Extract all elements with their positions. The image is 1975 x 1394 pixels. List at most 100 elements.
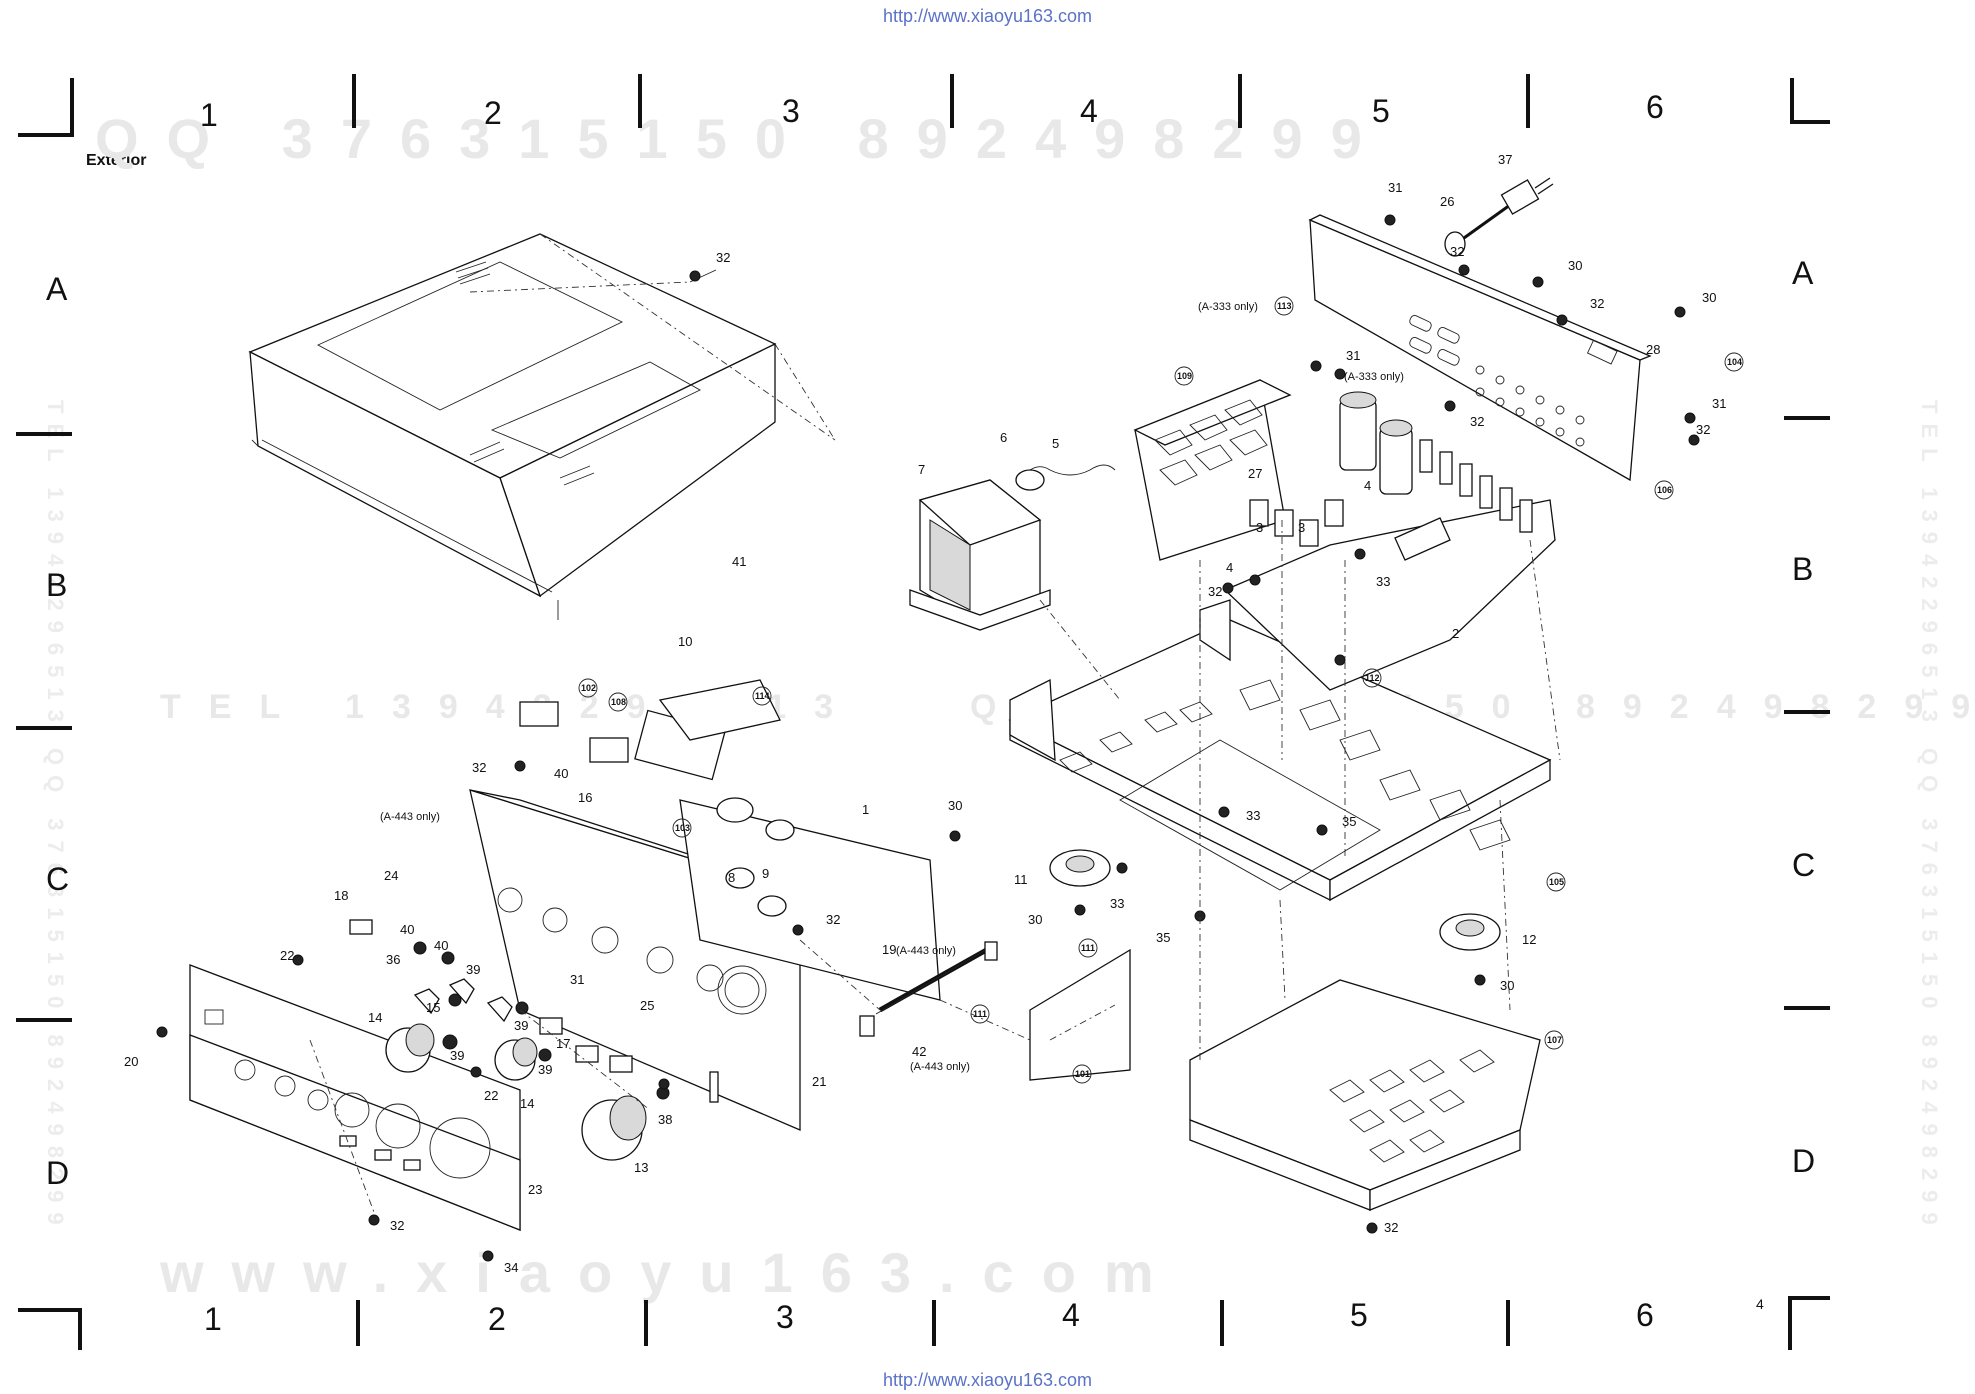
callout-38: 38	[658, 1112, 672, 1127]
callout-105: 105	[1549, 877, 1564, 887]
callout-23: 23	[528, 1182, 542, 1197]
callout-19: 19	[882, 942, 896, 957]
callout-28: 28	[1646, 342, 1660, 357]
circled-callouts: 102 108 114 103 113 109 104 106 112 105 …	[578, 296, 1744, 1084]
callout-24: 24	[384, 868, 398, 883]
callout-111: 111	[973, 1009, 987, 1019]
chassis	[1008, 599, 1552, 902]
callout-32: 32	[1384, 1220, 1398, 1235]
callout-33: 33	[1376, 574, 1390, 589]
callout-40: 40	[434, 938, 448, 953]
watermark-side-left: TEL 13942296513 QQ 376315150 892498299	[43, 400, 68, 1235]
column-label: 4	[1062, 1297, 1080, 1333]
callout-31: 31	[1388, 180, 1402, 195]
corner-top-left	[18, 78, 74, 137]
callout-21: 21	[812, 1074, 826, 1089]
column-label: 2	[484, 95, 502, 131]
row-label: C	[1792, 847, 1815, 883]
callout-113: 113	[1277, 301, 1292, 311]
callout-14: 14	[520, 1096, 534, 1111]
callout-32: 32	[1450, 244, 1464, 259]
callout-15: 15	[426, 1000, 440, 1015]
callout-2: 2	[1452, 626, 1459, 641]
callout-32: 32	[1208, 584, 1222, 599]
callout-6: 6	[1000, 430, 1007, 445]
callout-35: 35	[1342, 814, 1356, 829]
callout-3: 3	[1298, 520, 1305, 535]
callout-36: 36	[386, 952, 400, 967]
feet	[1049, 849, 1501, 951]
leader-lines	[309, 520, 1561, 1216]
column-label: 5	[1372, 93, 1390, 129]
callout-30: 30	[1702, 290, 1716, 305]
footer-url[interactable]: http://www.xiaoyu163.com	[882, 1370, 1093, 1390]
callout-13: 13	[634, 1160, 648, 1175]
callout-40: 40	[400, 922, 414, 937]
callout-3: 3	[1256, 520, 1263, 535]
callout-101: 101	[1075, 1069, 1090, 1079]
callout-10: 10	[678, 634, 692, 649]
row-label: D	[46, 1155, 69, 1191]
column-label: 1	[200, 97, 218, 133]
corner-bottom-left	[18, 1308, 82, 1350]
column-label: 4	[1080, 93, 1098, 129]
column-label: 5	[1350, 1297, 1368, 1333]
connector-rod	[859, 941, 998, 1037]
callout-106: 106	[1657, 485, 1672, 495]
callout-39: 39	[514, 1018, 528, 1033]
callout-35: 35	[1156, 930, 1170, 945]
callout-32: 32	[1590, 296, 1604, 311]
callout-22: 22	[280, 948, 294, 963]
note-a333-only: (A-333 only)	[1198, 301, 1258, 313]
callout-32: 32	[472, 760, 486, 775]
callout-32: 32	[826, 912, 840, 927]
callout-32: 32	[390, 1218, 404, 1233]
callout-1: 1	[862, 802, 869, 817]
callout-102: 102	[581, 683, 596, 693]
grid-labels: 1 2 3 4 5 6 1 2 3 4 5 6 A B C D A B C D	[46, 89, 1815, 1337]
control-board	[519, 679, 941, 1103]
top-cover	[248, 233, 836, 620]
callout-22: 22	[484, 1088, 498, 1103]
row-label: C	[46, 861, 69, 897]
row-label: A	[1792, 255, 1814, 291]
callout-39: 39	[538, 1062, 552, 1077]
callout-25: 25	[640, 998, 654, 1013]
column-label: 6	[1646, 89, 1664, 125]
callout-31: 31	[570, 972, 584, 987]
note-a443-only: (A-443 only)	[380, 811, 440, 823]
callout-31: 31	[1712, 396, 1726, 411]
callout-4: 4	[1364, 478, 1371, 493]
column-label: 6	[1636, 1297, 1654, 1333]
front-knobs	[349, 919, 670, 1161]
callout-20: 20	[124, 1054, 138, 1069]
callout-30: 30	[948, 798, 962, 813]
callout-5: 5	[1052, 436, 1059, 451]
power-cord	[1444, 177, 1554, 257]
callout-31: 31	[1346, 348, 1360, 363]
callout-42: 42	[912, 1044, 926, 1059]
callout-14: 14	[368, 1010, 382, 1025]
callout-112: 112	[1365, 673, 1380, 683]
callout-11: 11	[1014, 872, 1028, 887]
callout-33: 33	[1246, 808, 1260, 823]
screws	[156, 214, 1700, 1262]
column-label: 1	[204, 1301, 222, 1337]
callout-40: 40	[554, 766, 568, 781]
watermark-side-right: TEL 13942296513 QQ 376315150 892498299	[1917, 400, 1942, 1235]
column-label: 3	[782, 93, 800, 129]
note-a333-only: (A-333 only)	[1344, 371, 1404, 383]
main-amp-board	[1133, 379, 1556, 691]
callout-114: 114	[755, 691, 770, 701]
callout-30: 30	[1500, 978, 1514, 993]
corner-bottom-right	[1788, 1296, 1830, 1350]
column-label: 3	[776, 1299, 794, 1335]
frame	[16, 74, 1830, 1350]
callout-107: 107	[1547, 1035, 1562, 1045]
callout-103: 103	[675, 823, 690, 833]
callout-104: 104	[1727, 357, 1742, 367]
header-url[interactable]: http://www.xiaoyu163.com	[882, 6, 1093, 26]
row-label: B	[1792, 551, 1813, 587]
corner-top-right	[1790, 78, 1830, 124]
